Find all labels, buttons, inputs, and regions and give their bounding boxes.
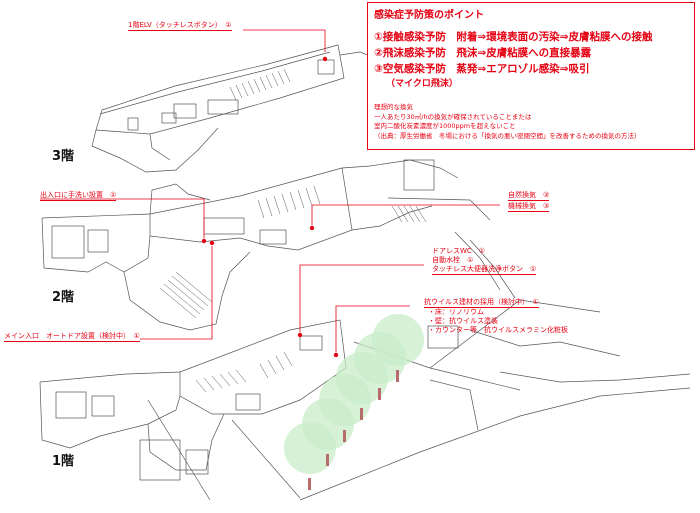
prevention-line-droplet: ②飛沫感染予防 飛沫⇒皮膚粘膜への直接暴露 xyxy=(374,47,592,59)
annotation-doorless-wc: ドアレスWC ① xyxy=(432,247,486,255)
ventilation-line-1: 一人あたり30㎥/hの換気が確保されていることまたは xyxy=(374,113,532,121)
plan-1f xyxy=(39,299,691,501)
leader-lines xyxy=(40,29,500,352)
ventilation-source: （出典：厚生労働省 冬場における「換気の悪い密閉空間」を改善するための換気の方法… xyxy=(374,132,641,140)
floor-label-2f: 2階 xyxy=(52,290,75,305)
trees xyxy=(284,314,424,490)
annotation-auto-faucet: 自動水栓 ① xyxy=(432,256,474,264)
antivirus-item-counter: ・カウンター等 抗ウイルスメラミン化粧板 xyxy=(428,326,568,334)
antivirus-item-wall: ・壁：抗ウイルス塗装 xyxy=(428,317,498,325)
leader-dots xyxy=(201,56,339,358)
annotation-touchless-flush: タッチレス大便器洗浄ボタン ① xyxy=(432,265,537,275)
annotation-mechanical-ventilation: 機械換気 ③ xyxy=(508,202,550,212)
annotation-main-entrance: メイン入口 オートドア設置（検討中） ① xyxy=(4,332,140,342)
annotation-natural-ventilation: 自然換気 ③ xyxy=(508,191,550,201)
ventilation-line-2: 室内二酸化炭素濃度が1000ppmを超えないこと xyxy=(374,122,516,130)
prevention-line-airborne: ③空気感染予防 蒸発⇒エアロゾル感染⇒吸引 xyxy=(374,63,590,75)
annotation-antivirus-materials: 抗ウイルス建材の採用（検討中） ① xyxy=(424,298,539,308)
annotation-handwash: 出入口に手洗い設置 ① xyxy=(40,191,117,201)
floor-label-3f: 3階 xyxy=(52,149,75,164)
infection-prevention-box: 感染症予防策のポイント ①接触感染予防 附着⇒環境表面の汚染⇒皮膚粘膜への接触 … xyxy=(367,2,695,150)
infection-prevention-title: 感染症予防策のポイント xyxy=(374,10,484,21)
antivirus-item-floor: ・床：リノリウム xyxy=(428,308,484,316)
floor-label-1f: 1階 xyxy=(52,454,75,469)
ventilation-title: 理想的な換気 xyxy=(374,103,413,111)
plan-2f xyxy=(41,159,516,331)
annotation-elv: 1階ELV（タッチレスボタン） ① xyxy=(128,21,232,31)
plan-3f xyxy=(91,44,401,173)
prevention-line-contact: ①接触感染予防 附着⇒環境表面の汚染⇒皮膚粘膜への接触 xyxy=(374,31,653,43)
prevention-line-micro-droplet: （マイクロ飛沫） xyxy=(386,79,458,89)
